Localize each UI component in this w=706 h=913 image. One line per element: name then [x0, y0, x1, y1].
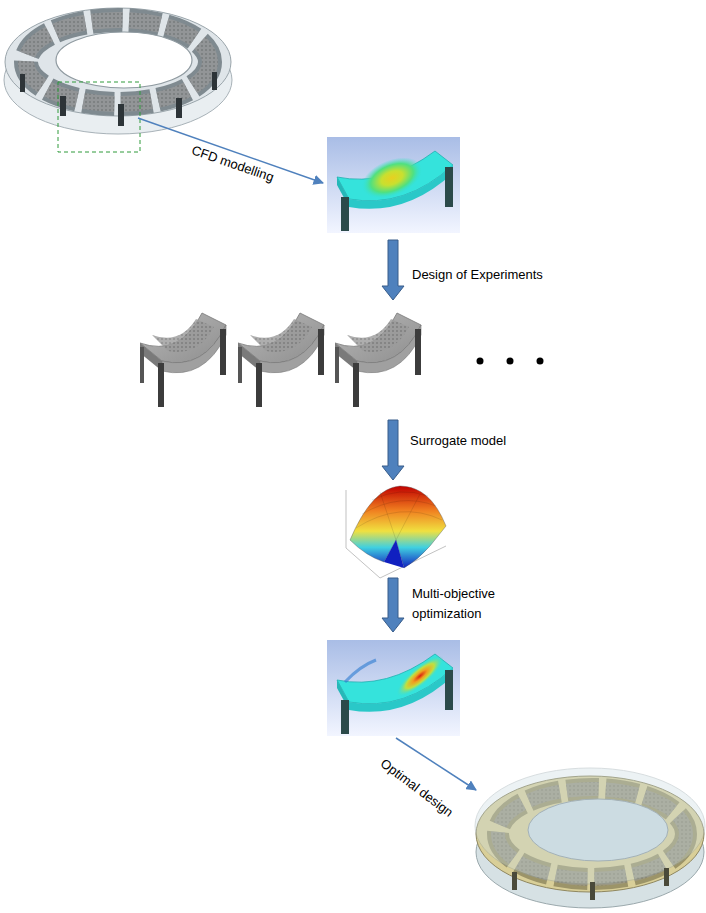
block-arrow: [382, 240, 404, 632]
pad-variants: [140, 313, 544, 407]
surface-plot: [346, 486, 446, 578]
bearing-ring-optimal: [475, 768, 705, 908]
cfd-image-optimal: [327, 640, 460, 736]
arrow-label: Design of Experiments: [412, 265, 572, 285]
arrow-label: Multi-objective optimization: [412, 584, 517, 624]
cfd-image: [327, 137, 460, 233]
bearing-ring-top: [4, 8, 232, 152]
arrow-label: Surrogate model: [410, 431, 550, 451]
arrow-label: Optimal design: [376, 754, 468, 830]
